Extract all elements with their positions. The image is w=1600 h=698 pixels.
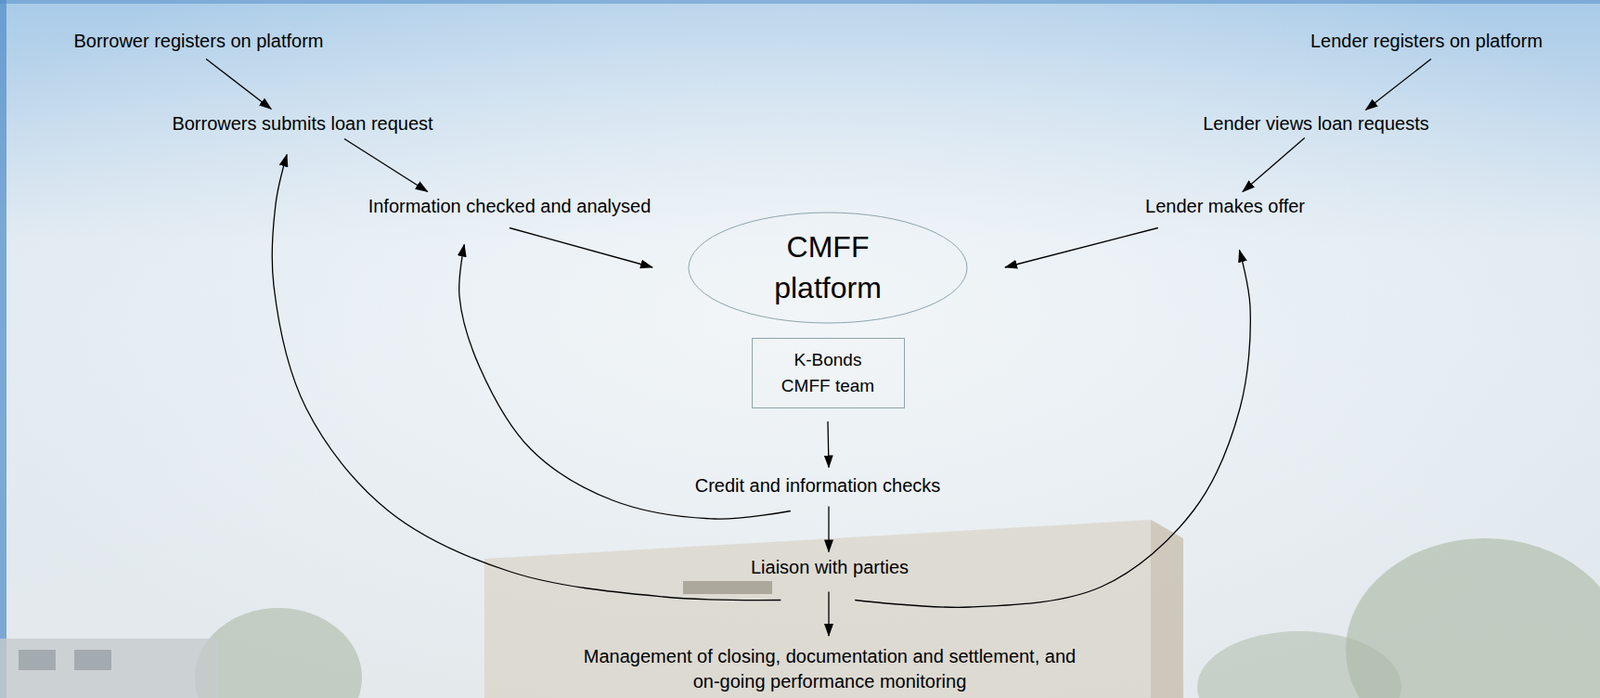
node-text: Lender makes offer [1145,195,1305,218]
node-text: Borrowers submits loan request [171,113,433,135]
flow-arrow [1242,138,1305,193]
flow-arrow [1366,59,1432,111]
edge-band [0,0,7,698]
side-building [0,638,219,698]
ellipse-outline [687,211,968,324]
process-step: Lender views loan requests [1202,113,1429,135]
process-step: Borrower registers on platform [74,30,324,52]
flow-arrow [509,228,653,269]
flow-arrow [826,421,829,468]
tree [194,607,362,698]
node-text: Management of closing, documentation and… [579,644,1081,695]
node-text: Liaison with parties [750,556,909,579]
process-step: Lender makes offer [1145,195,1305,218]
flow-arrow [827,592,829,637]
side-window [18,649,56,671]
building-side [1150,519,1184,698]
node-text: Credit and information checks [695,475,942,497]
process-step: Borrowers submits loan request [171,113,433,135]
process-step: Information checked and analysed [368,195,652,218]
flow-arrow [344,139,428,193]
node-text: Lender views loan requests [1202,113,1429,135]
ellipse-outline [688,212,968,323]
node-text: Lender registers on platform [1310,30,1543,52]
building-window [683,580,773,594]
process-step: Liaison with parties [750,556,909,579]
team-box: K-Bonds CMFF team [751,337,905,409]
stone-building [484,519,1184,698]
process-step: Lender registers on platform [1310,30,1543,52]
process-step: Credit and information checks [695,475,942,497]
node-text: CMFF platform [758,226,898,309]
node-text: K-Bonds CMFF team [776,347,879,400]
flow-arrow [271,154,781,601]
flow-arrow [206,59,271,110]
platform-ellipse: CMFF platform [687,211,968,324]
top-band [0,0,1600,4]
node-text: Borrower registers on platform [74,30,324,52]
process-step: Management of closing, documentation and… [579,644,1081,695]
flow-arrow [827,506,829,553]
flow-arrow [1005,228,1159,269]
side-window [74,649,112,671]
tree [1197,631,1402,698]
node-text: Information checked and analysed [368,195,652,218]
